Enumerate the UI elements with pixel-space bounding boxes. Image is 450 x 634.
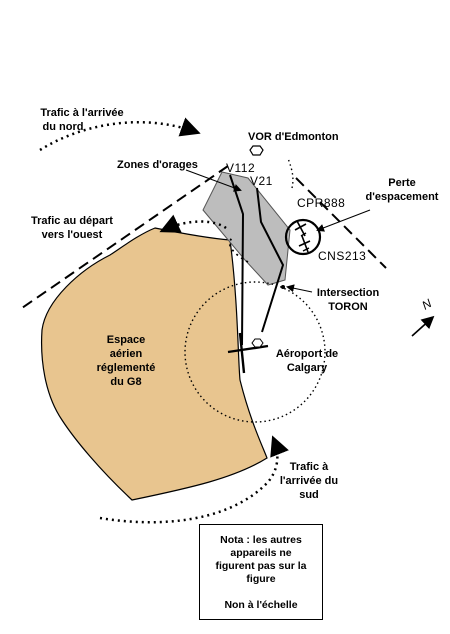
- north-arrivals-label-1: Trafic à l'arrivée: [40, 107, 123, 119]
- toron-label-2: TORON: [328, 301, 368, 313]
- calgary-airport-label-2: Calgary: [287, 362, 328, 374]
- calgary-airport-label-1: Aéroport de: [276, 348, 338, 360]
- calgary-airport-icon: [227, 332, 269, 374]
- west-departures-label-2: vers l'ouest: [42, 229, 103, 241]
- north-arrivals-label-2: du nord: [43, 121, 84, 133]
- toron-arc-path: [287, 157, 294, 189]
- storm-zones-label: Zones d'orages: [117, 159, 198, 171]
- note-box: Nota : les autres appareils ne figurent …: [199, 524, 323, 620]
- calgary-terminal-circle: [184, 281, 326, 423]
- storm-leader-arrow: [185, 169, 242, 192]
- note-line-4: figure: [246, 573, 276, 585]
- west-departures-label-1: Trafic au départ: [31, 215, 113, 227]
- aircraft-cns213-icon: [298, 235, 311, 253]
- toron-intersection-dot: [281, 285, 285, 289]
- aircraft-cpr888-icon: [294, 220, 307, 237]
- vor-edmonton-label: VOR d'Edmonton: [248, 131, 339, 143]
- vor-edmonton-icon: [249, 145, 264, 156]
- g8-label-1: Espace: [107, 334, 146, 346]
- south-arrivals-label-1: Trafic à: [290, 461, 329, 473]
- g8-restricted-airspace: [41, 227, 268, 501]
- note-line-5: Non à l'échelle: [224, 599, 298, 611]
- south-arrivals-label-2: l'arrivée du: [280, 475, 338, 487]
- loss-of-separation-label-2: d'espacement: [366, 191, 439, 203]
- dashed-boundary-east: [295, 177, 387, 269]
- g8-label-4: du G8: [110, 376, 141, 388]
- loss-leader-arrow: [316, 209, 371, 232]
- loss-of-separation-circle: [284, 218, 322, 256]
- aircraft-cpr888-label: CPR888: [297, 196, 345, 210]
- toron-leader-arrow: [286, 284, 313, 293]
- aircraft-cns213-label: CNS213: [318, 249, 366, 263]
- airway-v21-label: V21: [250, 174, 273, 188]
- vor-route-path: [228, 237, 249, 263]
- toron-label-1: Intersection: [317, 287, 380, 299]
- g8-label-2: aérien: [110, 348, 143, 360]
- dashed-boundary-west: [21, 165, 229, 309]
- north-label: N: [420, 296, 435, 313]
- note-line-1: Nota : les autres: [220, 534, 302, 546]
- note-line-3: figurent pas sur la: [215, 560, 307, 572]
- note-line-2: appareils ne: [230, 547, 292, 559]
- g8-label-3: réglementé: [97, 362, 156, 374]
- airway-v112-label: V112: [226, 161, 255, 175]
- airway-v21: [256, 187, 285, 333]
- loss-of-separation-label-1: Perte: [388, 177, 416, 189]
- north-arrow-icon: N: [411, 296, 435, 337]
- south-arrivals-label-3: sud: [299, 489, 319, 501]
